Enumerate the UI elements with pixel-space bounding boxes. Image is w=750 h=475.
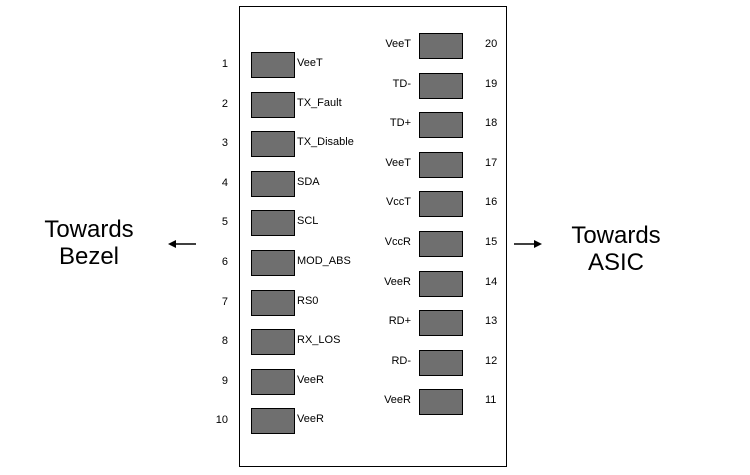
pin-number: 16 [485, 196, 498, 209]
pin-number: 19 [485, 77, 498, 90]
right-arrow-icon [514, 240, 542, 248]
towards-asic-line-1: Towards [571, 222, 661, 249]
pin-signal-label: VeeT [385, 156, 411, 169]
pin-pad [251, 250, 295, 276]
pin-signal-label: VeeR [384, 394, 411, 407]
pin-signal-label: TX_Fault [297, 96, 342, 109]
pin-pad [419, 310, 463, 337]
pin-number: 11 [485, 394, 497, 407]
pin-signal-label: RX_LOS [297, 334, 341, 347]
pin-signal-label: RD- [391, 354, 411, 367]
pin-number: 1 [221, 58, 228, 70]
pin-pad [251, 368, 295, 395]
pin-pad [251, 52, 295, 78]
pin-pad [419, 389, 463, 416]
pin-signal-label: VeeR [297, 413, 324, 426]
pin-pad [251, 91, 295, 118]
pin-signal-label: VccT [385, 196, 411, 209]
pin-signal-label: TD- [392, 77, 411, 90]
pin-number: 2 [221, 97, 228, 110]
left-arrow-icon [168, 240, 196, 248]
pin-number: 17 [485, 156, 498, 169]
towards-bezel-line-2: Bezel [58, 243, 120, 270]
pin-number: 15 [485, 236, 498, 248]
pin-signal-label: TX_Disable [297, 136, 354, 149]
pin-number: 10 [215, 414, 228, 427]
pin-number: 20 [485, 38, 498, 50]
pin-number: 6 [221, 256, 228, 268]
pin-number: 3 [221, 137, 228, 150]
pin-pad [419, 151, 463, 178]
pin-signal-label: VeeR [297, 373, 324, 386]
pin-pad [251, 170, 295, 197]
pin-pad [251, 131, 295, 158]
pin-number: 5 [221, 216, 228, 229]
pin-signal-label: VeeT [385, 38, 411, 50]
pin-number: 18 [485, 117, 498, 130]
pin-pad [251, 329, 295, 356]
pin-number: 8 [221, 335, 228, 348]
pin-number: 7 [221, 295, 228, 308]
pin-pad [419, 112, 463, 139]
pin-signal-label: VccR [384, 236, 411, 248]
pin-signal-label: MOD_ABS [297, 255, 351, 267]
pin-signal-label: TD+ [389, 117, 411, 130]
pin-pad [419, 231, 463, 257]
pin-pad [419, 270, 463, 297]
pin-number: 13 [485, 315, 498, 328]
pin-pad [251, 210, 295, 237]
pin-pad [419, 33, 463, 59]
pin-signal-label: VeeR [384, 275, 411, 288]
pin-signal-label: RS0 [297, 294, 319, 307]
pin-pad [419, 191, 463, 218]
pin-signal-label: SDA [297, 175, 320, 188]
pin-pad [419, 349, 463, 376]
pin-number: 14 [485, 275, 498, 288]
pin-number: 4 [221, 176, 228, 189]
pin-number: 9 [221, 374, 228, 387]
pin-pad [251, 289, 295, 316]
pin-pad [251, 408, 295, 435]
towards-bezel-line-1: Towards [44, 216, 134, 243]
pin-pad [419, 72, 463, 99]
towards-bezel-label: Towards Bezel [29, 216, 149, 270]
pin-signal-label: RD+ [388, 315, 411, 328]
pin-signal-label: SCL [297, 215, 319, 228]
towards-asic-label: Towards ASIC [556, 222, 676, 276]
towards-asic-line-2: ASIC [587, 249, 644, 276]
pin-number: 12 [485, 354, 498, 367]
pin-signal-label: VeeT [297, 57, 323, 69]
